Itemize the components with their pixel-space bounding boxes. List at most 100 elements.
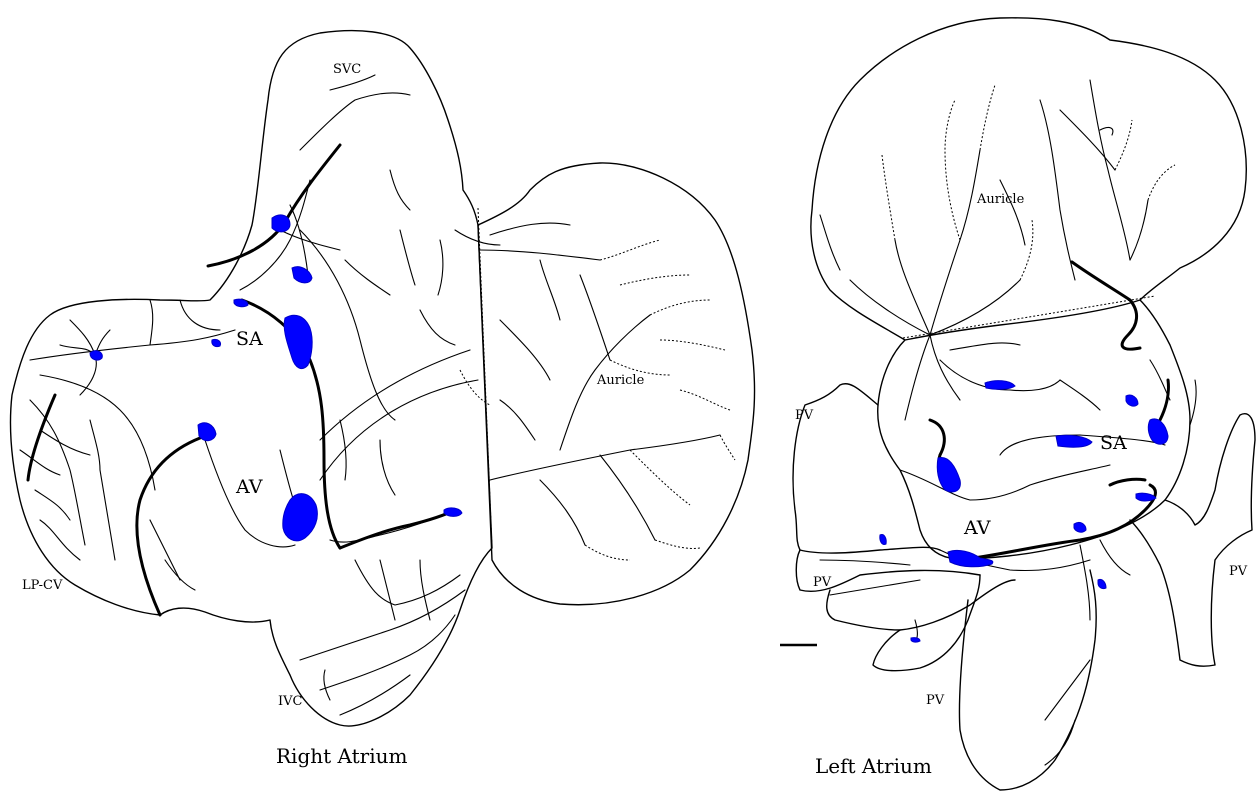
svc-label: SVC: [333, 62, 361, 77]
left-atrium-body-outline: [878, 300, 1190, 558]
left-auricle-vessel: [1020, 220, 1033, 280]
right-auricle-vessel: [650, 300, 710, 315]
left-vessel: [1080, 545, 1090, 620]
right-auricle-vessel: [490, 223, 570, 235]
right-inner-contour: [324, 670, 330, 700]
left-vessel: [1060, 380, 1100, 410]
right-auricle-vessel: [600, 240, 660, 260]
pv-label: PV: [1229, 564, 1248, 579]
right-vessel: [380, 440, 395, 495]
left-thick-vessel: [1110, 479, 1145, 485]
av-label: AV: [235, 476, 263, 498]
right-auricle-vessel: [720, 435, 735, 460]
right-vessel: [330, 75, 375, 90]
blue-node: [1098, 579, 1106, 588]
pv-lobe-bottom-center: [959, 570, 1096, 790]
right-atrium-caption: Right Atrium: [276, 744, 408, 768]
right-auricle-vessel: [500, 400, 535, 440]
blue-node: [1126, 395, 1138, 406]
pv-label: PV: [813, 575, 832, 590]
blue-node: [292, 267, 312, 283]
sa-label: SA: [1100, 432, 1127, 454]
right-auricle-vessel: [480, 250, 600, 260]
right-vessel: [100, 470, 115, 560]
av-node: [283, 494, 318, 541]
right-vessel: [345, 260, 390, 295]
blue-node: [948, 550, 993, 566]
right-thick-vessel: [208, 145, 340, 266]
sa-label: SA: [236, 328, 263, 350]
left-atrium-map: Auricle SA AV PV PV PV PV Left Atrium: [780, 18, 1255, 790]
pv-label: PV: [926, 693, 945, 708]
blue-node: [198, 423, 216, 441]
right-inner-contour: [40, 375, 155, 490]
right-inner-contour: [320, 380, 478, 480]
right-vessel: [165, 560, 195, 590]
blue-node: [272, 215, 290, 232]
left-auricle-vessel: [980, 85, 995, 150]
right-auricle-vessel: [585, 545, 630, 560]
right-atrium-outline: [10, 31, 492, 726]
sa-node: [1056, 435, 1092, 447]
right-auricle-vessel: [540, 260, 560, 320]
left-auricle-vessel: [1130, 200, 1148, 260]
left-auricle-outline: [811, 18, 1246, 340]
blue-node: [90, 351, 102, 360]
pv-lobe-right: [1130, 414, 1255, 666]
left-vessel: [930, 335, 960, 400]
ivc-label: IVC: [278, 694, 303, 709]
right-vessel: [390, 170, 410, 210]
auricle-label: Auricle: [596, 373, 645, 388]
right-inner-contour: [300, 590, 465, 660]
left-auricle-vessel: [945, 100, 960, 240]
left-auricle-vessel: [882, 155, 895, 240]
right-vessel: [438, 240, 443, 295]
left-auricle-vessel: [895, 240, 930, 335]
lp-cv-label: LP-CV: [22, 578, 63, 593]
pv-lobe-bottom-left: [873, 575, 980, 671]
av-label: AV: [963, 517, 991, 539]
right-vessel: [90, 420, 100, 470]
right-vessel: [300, 93, 410, 150]
right-vessel: [40, 430, 90, 455]
right-auricle-vessel: [600, 455, 655, 540]
right-inner-contour: [150, 300, 153, 345]
right-vessel: [40, 520, 80, 560]
pv-lobe-lower: [827, 580, 1015, 630]
right-vessel: [420, 560, 430, 620]
pv-lobe-upper-left: [793, 384, 940, 553]
right-vessel: [20, 450, 60, 475]
right-auricle-vessel: [680, 390, 730, 410]
right-inner-contour: [330, 512, 450, 542]
left-auricle-vessel: [1148, 165, 1175, 200]
left-atrium-caption: Left Atrium: [815, 754, 932, 778]
right-auricle-vessel: [630, 450, 690, 505]
left-auricle-vessel: [930, 150, 980, 335]
right-vessel: [455, 230, 500, 245]
right-thick-vessel: [340, 510, 455, 548]
left-auricle-vessel: [1060, 110, 1115, 170]
right-vessel: [400, 230, 415, 285]
auricle-label: Auricle: [976, 192, 1025, 207]
left-vessel: [905, 335, 930, 420]
right-inner-contour: [355, 560, 460, 605]
left-auricle-vessel: [820, 215, 840, 270]
right-auricle-vessel: [580, 275, 610, 360]
blue-node: [1074, 522, 1086, 532]
left-auricle-vessel: [1115, 120, 1132, 170]
right-auricle-vessel: [490, 435, 720, 480]
left-inner-contour: [820, 560, 910, 565]
pv-label: PV: [795, 408, 814, 423]
left-vessel: [1045, 660, 1090, 720]
right-auricle-vessel: [500, 320, 550, 380]
left-auricle-vessel: [1100, 128, 1113, 135]
left-vessel: [1100, 540, 1130, 575]
right-thick-vessel: [137, 438, 200, 615]
left-auricle-vessel: [930, 280, 1020, 335]
blue-node: [985, 381, 1015, 390]
left-auricle-vessel: [1090, 80, 1130, 260]
right-inner-contour: [340, 675, 410, 715]
right-vessel: [70, 320, 95, 355]
left-auricle-vessel: [1040, 100, 1075, 280]
